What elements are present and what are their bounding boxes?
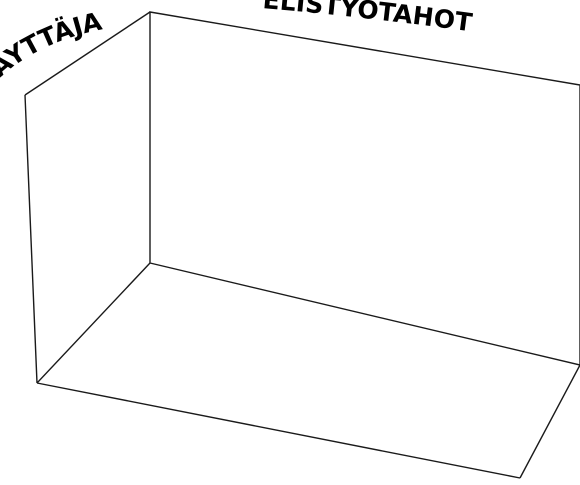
- floor-left-edge: [37, 263, 150, 383]
- right-person-photo-collage: [330, 120, 445, 380]
- floor-right-edge: [520, 365, 580, 478]
- headline-left-text: AYTTÄJA: [0, 7, 105, 83]
- floor-front-edge: [37, 383, 520, 478]
- back-wall: [150, 12, 580, 365]
- left-vertical-edge: [25, 95, 37, 383]
- headline-right-fragment: ELISTYÖTAHOT: [262, 0, 474, 37]
- left-person-photo-collage: [180, 120, 310, 380]
- headline-left-fragment: AYTTÄJA: [0, 7, 105, 83]
- room-wireframe: [25, 12, 580, 478]
- headline-right-text: ELISTYÖTAHOT: [262, 0, 474, 37]
